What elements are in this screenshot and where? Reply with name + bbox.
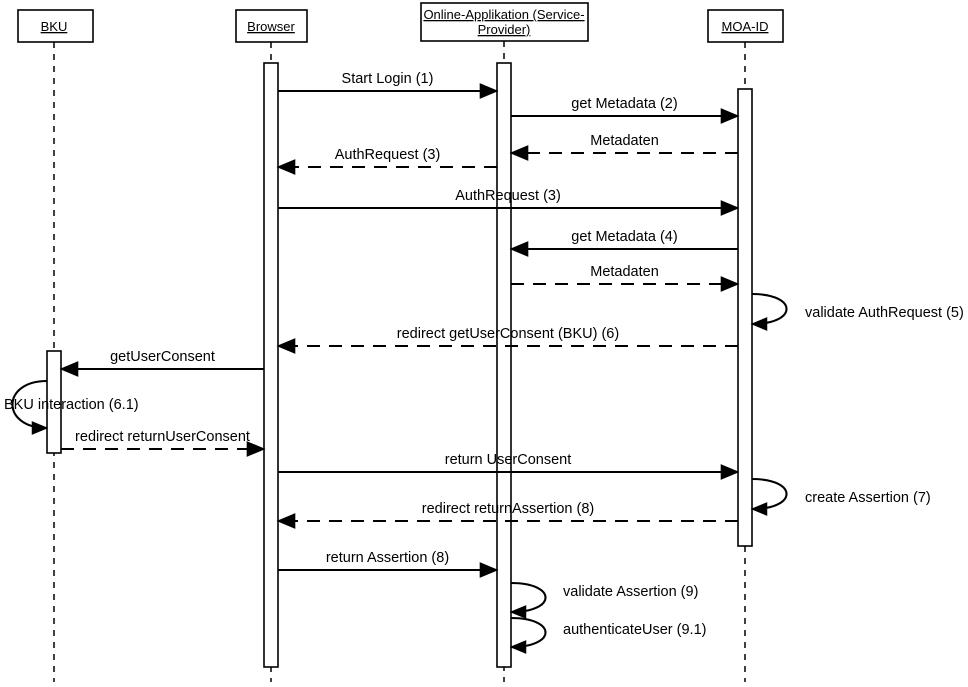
- message-label-10: redirect returnUserConsent: [75, 429, 250, 445]
- message-10: redirect returnUserConsent: [61, 429, 266, 457]
- message-4: AuthRequest (3): [276, 147, 497, 175]
- message-label-11: return UserConsent: [445, 452, 572, 468]
- message-6: get Metadata (4): [509, 229, 738, 257]
- self-message-5: authenticateUser (9.1): [509, 616, 706, 654]
- self-message-arrow-3: [750, 477, 788, 516]
- message-2: get Metadata (2): [511, 96, 740, 124]
- message-7: Metadaten: [511, 264, 740, 292]
- participant-box-bku: [17, 9, 94, 43]
- message-label-13: return Assertion (8): [326, 550, 449, 566]
- participant-moaid[interactable]: MOA-ID: [707, 9, 784, 43]
- message-13: return Assertion (8): [278, 550, 499, 578]
- self-message-arrow-4: [509, 581, 547, 619]
- self-message-2: BKU interaction (6.1): [4, 379, 139, 435]
- message-1: Start Login (1): [278, 71, 499, 99]
- message-label-3: Metadaten: [590, 133, 659, 149]
- self-messages-layer: validate AuthRequest (5) BKU interaction …: [4, 292, 964, 654]
- message-9: getUserConsent: [59, 349, 264, 377]
- self-message-label-5: authenticateUser (9.1): [563, 622, 706, 638]
- message-11: return UserConsent: [278, 452, 740, 480]
- message-label-2: get Metadata (2): [571, 96, 677, 112]
- message-label-7: Metadaten: [590, 264, 659, 280]
- self-message-label-2: BKU interaction (6.1): [4, 397, 139, 413]
- message-label-5: AuthRequest (3): [455, 188, 561, 204]
- self-message-arrow-5: [509, 616, 547, 654]
- self-message-arrow-1: [750, 292, 788, 331]
- self-message-3: create Assertion (7): [750, 477, 931, 516]
- message-label-9: getUserConsent: [110, 349, 215, 365]
- messages-layer: Start Login (1) get Metadata (2) Metadaten…: [59, 71, 740, 578]
- participant-label-moaid: MOA-ID: [722, 19, 769, 34]
- self-message-label-4: validate Assertion (9): [563, 584, 698, 600]
- message-5: AuthRequest (3): [278, 188, 740, 216]
- participant-label-browser: Browser: [247, 19, 295, 34]
- participant-box-moaid: [707, 9, 784, 43]
- self-message-4: validate Assertion (9): [509, 581, 698, 619]
- activation-bar-browser: [263, 62, 279, 668]
- participant-box-browser: [235, 9, 308, 43]
- message-3: Metadaten: [509, 133, 738, 161]
- activations-layer: [46, 62, 753, 668]
- self-message-1: validate AuthRequest (5): [750, 292, 964, 331]
- participant-sp[interactable]: Online-Applikation (Service-Provider): [420, 2, 589, 42]
- activation-bar-bku: [46, 350, 62, 454]
- participant-label-bku: BKU: [41, 19, 68, 34]
- participant-bku[interactable]: BKU: [17, 9, 94, 43]
- participant-box-sp: [420, 2, 589, 42]
- participant-browser[interactable]: Browser: [235, 9, 308, 43]
- participant-headers-layer: BKU Browser Online-Applikation (Service-Pr…: [17, 2, 784, 43]
- message-label-8: redirect getUserConsent (BKU) (6): [397, 326, 619, 342]
- activation-bar-moaid: [737, 88, 753, 547]
- self-message-label-1: validate AuthRequest (5): [805, 305, 964, 321]
- message-8: redirect getUserConsent (BKU) (6): [276, 326, 738, 354]
- self-message-label-3: create Assertion (7): [805, 490, 931, 506]
- participant-label-sp: Online-Applikation (Service-Provider): [423, 7, 584, 37]
- message-label-6: get Metadata (4): [571, 229, 677, 245]
- message-12: redirect returnAssertion (8): [276, 501, 738, 529]
- activation-bar-sp: [496, 62, 512, 668]
- message-label-12: redirect returnAssertion (8): [422, 501, 594, 517]
- message-label-1: Start Login (1): [342, 71, 434, 87]
- self-message-arrow-2: [11, 379, 49, 435]
- message-label-4: AuthRequest (3): [335, 147, 441, 163]
